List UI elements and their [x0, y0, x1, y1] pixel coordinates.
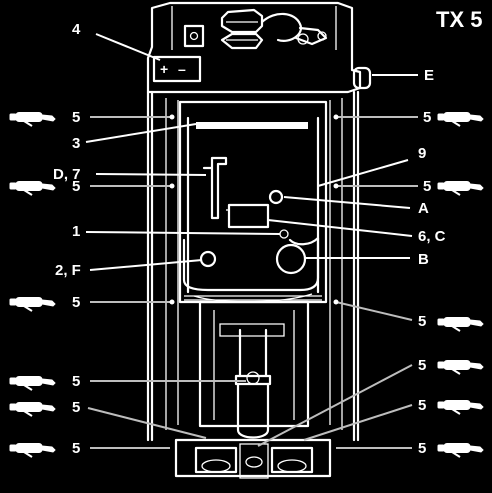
grease-gun-icon [437, 180, 484, 196]
grease-label: 5 [423, 178, 431, 195]
grease-label: 5 [72, 109, 80, 126]
callout-3: 3 [72, 135, 80, 152]
grease-gun-icon [437, 111, 484, 127]
battery-plus: + [160, 61, 168, 77]
grease-label: 5 [418, 440, 426, 457]
grease-gun-icon [9, 180, 56, 196]
battery [152, 55, 202, 83]
grease-label: 5 [72, 440, 80, 457]
callout-9: 9 [418, 145, 426, 162]
grease-label: 5 [72, 373, 80, 390]
grease-gun-icon [437, 359, 484, 375]
battery-minus: – [178, 61, 186, 77]
grease-label: 5 [72, 294, 80, 311]
callout-2F: 2, F [55, 262, 81, 279]
callout-4: 4 [72, 21, 81, 38]
grease-gun-icon [9, 375, 56, 391]
model-title: TX 5 [436, 7, 482, 32]
callout-1: 1 [72, 223, 80, 240]
grease-gun-icon [9, 401, 56, 417]
grease-label: 5 [72, 178, 80, 195]
callout-D7: D, 7 [53, 166, 81, 183]
grease-label: 5 [423, 109, 431, 126]
grease-label: 5 [418, 313, 426, 330]
callout-B: B [418, 251, 429, 268]
callout-A: A [418, 200, 429, 217]
callout-E: E [424, 67, 434, 84]
machine-outline [146, 1, 372, 479]
grease-label: 5 [418, 397, 426, 414]
callout-6C: 6, C [418, 228, 446, 245]
grease-gun-icon [9, 111, 56, 127]
grease-gun-icon [437, 316, 484, 332]
grease-gun-icon [9, 296, 56, 312]
grease-gun-icon [437, 442, 484, 458]
grease-gun-icon [9, 442, 56, 458]
grease-label: 5 [418, 357, 426, 374]
grease-label: 5 [72, 399, 80, 416]
grease-gun-icon [437, 399, 484, 415]
leader-lines [85, 33, 418, 449]
